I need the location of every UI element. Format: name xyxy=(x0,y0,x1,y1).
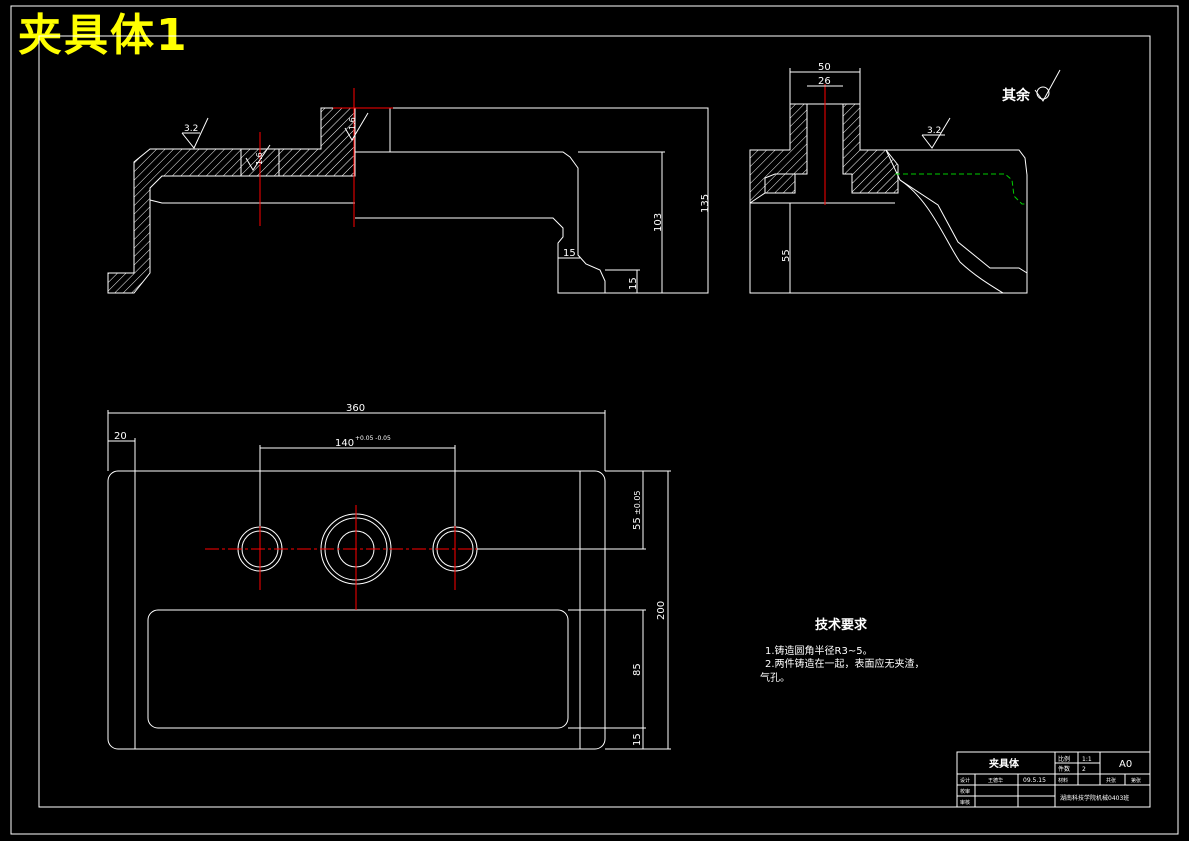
tb-qty-label: 件数 xyxy=(1058,765,1070,773)
dim-135-label: 135 xyxy=(700,194,711,213)
tb-qty-value: 2 xyxy=(1082,766,1086,773)
dim-140-label: 140 xyxy=(335,438,354,449)
outer-border xyxy=(10,5,1179,835)
side-curve xyxy=(899,179,1004,294)
tb-sheet-label: 第张 xyxy=(1131,777,1141,784)
title-block-frame xyxy=(956,751,1151,808)
dim-50-label: 50 xyxy=(818,62,831,73)
title-block xyxy=(956,751,1151,808)
side-boss-hatch xyxy=(749,103,899,204)
surface-note-label: 其余 xyxy=(1002,87,1031,104)
dim-140-tol: +0.05 -0.05 xyxy=(355,435,391,442)
dim-26-label: 26 xyxy=(818,76,831,87)
roughness-top-left-label: 3.2 xyxy=(184,124,198,134)
tech-line-2: 2.两件铸造在一起，表面应无夹渣， xyxy=(765,657,925,670)
dim-15b-label: 15 xyxy=(628,277,639,290)
dim-200-label: 200 xyxy=(656,601,667,620)
roughness-side-label: 3.2 xyxy=(927,126,941,136)
roughness-small-a-label: 1.6 xyxy=(348,117,357,130)
tb-designer: 王德华 xyxy=(988,777,1003,784)
roughness-small-b-label: 1.6 xyxy=(255,152,264,165)
plan-view xyxy=(107,410,671,750)
tb-weight-label: 共张 xyxy=(1106,777,1116,784)
dim-360-label: 360 xyxy=(346,403,365,414)
tb-approve-label: 审核 xyxy=(960,799,970,806)
tb-design-label: 设计 xyxy=(960,777,970,784)
dim-103-label: 103 xyxy=(653,213,664,232)
dim-20-label: 20 xyxy=(114,431,127,442)
inner-border xyxy=(38,35,1151,808)
dim-85-label: 85 xyxy=(632,663,643,676)
tech-line-3: 气孔。 xyxy=(760,671,790,684)
plan-pocket xyxy=(147,609,569,729)
side-hidden-line xyxy=(895,173,1027,205)
tb-scale-label: 比例 xyxy=(1058,755,1070,763)
tech-heading: 技术要求 xyxy=(815,617,868,633)
dim-55b-label: 55 xyxy=(632,517,643,530)
roughness-mark-top-left xyxy=(181,117,209,149)
dim-55-label: 55 xyxy=(781,249,792,262)
tb-material-label: 材料 xyxy=(1058,777,1068,784)
roughness-circle xyxy=(1036,86,1050,100)
roughness-mark-small-b xyxy=(245,144,271,171)
roughness-mark-general xyxy=(1034,69,1061,102)
dim-55b-tol: ±0.05 xyxy=(633,490,642,515)
tb-sheet-size: A0 xyxy=(1119,759,1132,770)
front-outline xyxy=(108,107,709,294)
tb-scale-value: 1:1 xyxy=(1082,756,1092,763)
roughness-mark-small-a xyxy=(344,112,369,141)
tech-line-1: 1.铸造圆角半径R3~5。 xyxy=(765,644,873,657)
tb-date: 09.5.15 xyxy=(1023,777,1046,784)
front-section-view xyxy=(107,88,709,294)
roughness-mark-side xyxy=(921,117,951,149)
front-hatched-body xyxy=(107,107,356,294)
dim-15c-label: 15 xyxy=(632,733,643,746)
side-section-view xyxy=(749,68,1061,294)
dim-15a-label: 15 xyxy=(563,248,576,259)
tb-check-label: 校审 xyxy=(960,788,970,795)
tb-school: 湖南科技学院机械0403班 xyxy=(1060,794,1129,802)
tb-part-name: 夹具体 xyxy=(989,757,1020,770)
side-outline xyxy=(749,149,1028,294)
